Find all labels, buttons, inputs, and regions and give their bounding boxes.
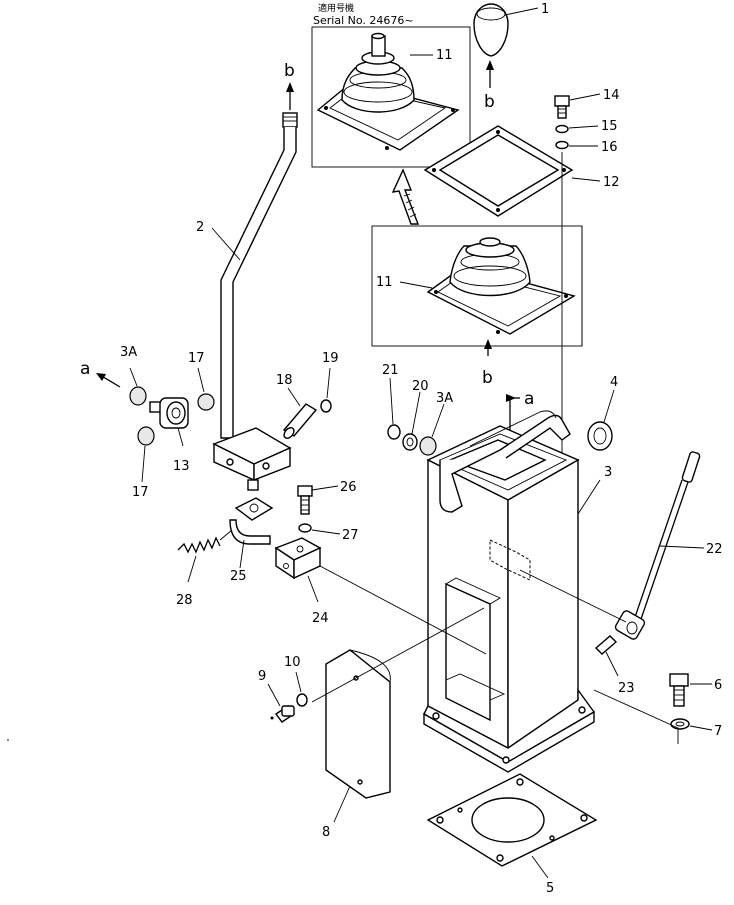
serial-note-number: Serial No. 24676~ (313, 14, 414, 27)
bushing-3a-right (419, 436, 437, 456)
callout-15: 16 (601, 140, 618, 155)
hatched-arrow (391, 168, 420, 225)
callout-9: 9 (258, 669, 266, 684)
bolt-26 (297, 485, 313, 515)
lever-22 (614, 451, 701, 640)
callout-27: 27 (342, 528, 359, 543)
snap-ring-21 (387, 424, 401, 440)
callout-14: 15 (601, 119, 618, 134)
bushing-3a-left (129, 386, 147, 406)
callout-26: 26 (340, 480, 357, 495)
callout-17-upper: 17 (188, 351, 205, 366)
callout-11-lower: 11 (376, 275, 393, 290)
arrow-a-left: a (80, 359, 90, 379)
callout-21: 21 (382, 363, 399, 378)
washer-7 (670, 718, 690, 730)
grommet-4 (587, 421, 613, 451)
boot-lower (426, 237, 576, 335)
callout-2: 2 (196, 220, 204, 235)
callout-5: 5 (546, 881, 554, 896)
bracket-16 (149, 397, 189, 429)
washer-15 (555, 140, 569, 150)
pin-23 (594, 635, 618, 655)
callout-3: 3 (604, 465, 612, 480)
callout-22: 22 (706, 542, 723, 557)
spring-28 (177, 529, 233, 554)
callout-3a-left: 3A (120, 345, 137, 360)
washer-20 (402, 433, 418, 451)
callout-10: 10 (284, 655, 301, 670)
ring-19 (320, 399, 332, 413)
serial-note-jp: 適用号機 (318, 2, 354, 14)
bolt-9 (274, 705, 296, 723)
arrow-b-box: b (482, 368, 493, 388)
bushing-17-lower (137, 426, 155, 446)
washer-10 (296, 693, 308, 707)
washer-14 (555, 124, 569, 134)
callout-11-upper: 11 (436, 48, 453, 63)
boot-upper (316, 32, 460, 151)
callout-8: 8 (322, 825, 330, 840)
callout-7: 7 (714, 724, 722, 739)
gasket-5 (426, 773, 598, 867)
callout-12: 12 (603, 175, 620, 190)
callout-19: 19 (322, 351, 339, 366)
inset-box-upper (311, 26, 471, 168)
callout-20: 20 (412, 379, 429, 394)
callout-1: 1 (541, 2, 549, 17)
callout-13: 14 (603, 88, 620, 103)
bolt-13 (554, 95, 570, 119)
callout-23: 23 (618, 681, 635, 696)
pin-18 (282, 403, 318, 439)
callout-3a-right: 3A (436, 391, 453, 406)
arrow-a-right: a (524, 389, 534, 409)
washer-27 (298, 523, 312, 533)
block-24 (274, 537, 322, 580)
callout-4: 4 (610, 375, 618, 390)
arrow-b-rod: b (284, 61, 295, 81)
joint-25 (229, 497, 274, 545)
knob (473, 3, 509, 57)
callout-6: 6 (714, 678, 722, 693)
callout-16: 13 (173, 459, 190, 474)
cover-8 (325, 649, 391, 799)
bolt-6 (669, 673, 689, 707)
housing-3 (423, 410, 596, 773)
callout-24: 24 (312, 611, 329, 626)
callout-18: 18 (276, 373, 293, 388)
bushing-17-upper (197, 393, 215, 411)
lever-base (212, 427, 292, 491)
callout-25: 25 (230, 569, 247, 584)
plate-12 (423, 125, 574, 217)
arrow-b-knob: b (484, 92, 495, 112)
callout-28: 28 (176, 593, 193, 608)
callout-17-lower: 17 (132, 485, 149, 500)
lever-rod-2 (220, 112, 298, 439)
